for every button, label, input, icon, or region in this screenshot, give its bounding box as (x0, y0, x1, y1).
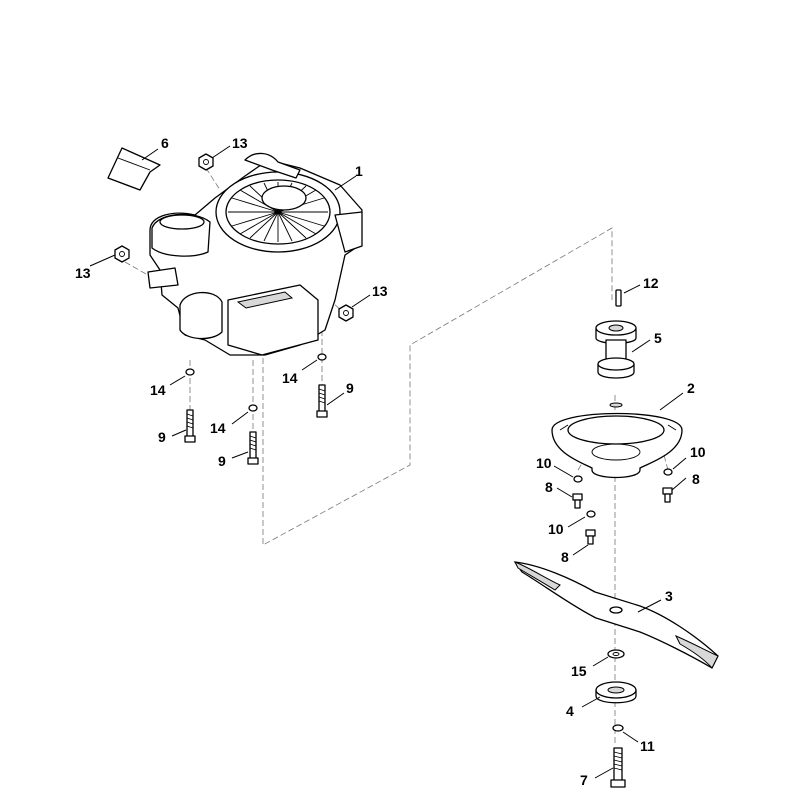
label-sheet (107, 147, 161, 191)
callout-14-right: 14 (282, 370, 298, 386)
callout-3: 3 (665, 588, 673, 604)
callout-10-left-upper: 10 (536, 455, 552, 471)
washer-11 (612, 724, 624, 732)
washer-14-right (317, 353, 327, 361)
screw-8-left-lower (585, 529, 596, 545)
callout-9-mid: 9 (218, 453, 226, 469)
washer-15 (607, 649, 625, 659)
callout-15: 15 (571, 663, 587, 679)
bolt-9-right (316, 384, 328, 418)
callout-9-left: 9 (158, 429, 166, 445)
washer-10-right (663, 468, 673, 476)
callout-8-left-lower: 8 (561, 549, 569, 565)
callout-6: 6 (161, 135, 169, 151)
washer-14-mid (248, 404, 258, 412)
washer-10-left-lower (586, 510, 596, 518)
washer-plate (595, 681, 637, 704)
callout-4: 4 (566, 703, 574, 719)
bolt-7 (610, 747, 626, 788)
callout-5: 5 (654, 330, 662, 346)
callout-9-right: 9 (346, 380, 354, 396)
callout-14-left: 14 (150, 382, 166, 398)
screw-8-right (662, 487, 673, 503)
callout-12: 12 (643, 275, 659, 291)
callout-13-right: 13 (372, 283, 388, 299)
key-12 (615, 289, 622, 307)
callout-labels: 1 2 3 4 5 6 7 8 8 8 9 9 9 10 10 10 11 12… (75, 135, 706, 788)
callout-14-mid: 14 (210, 420, 226, 436)
bolt-9-mid (247, 431, 259, 465)
callout-13-left: 13 (75, 265, 91, 281)
blade (513, 561, 719, 669)
callout-8-right: 8 (692, 471, 700, 487)
engine (147, 152, 363, 356)
callout-11: 11 (640, 738, 655, 754)
leader-lines (89, 145, 687, 779)
callout-2: 2 (687, 380, 695, 396)
callout-8-left-upper: 8 (545, 479, 553, 495)
pulley-hub (595, 320, 637, 379)
screw-8-left-upper (572, 493, 583, 509)
callout-1: 1 (355, 163, 363, 179)
callout-7: 7 (580, 772, 588, 788)
nut-13-left (114, 245, 130, 263)
washer-14-left (185, 368, 195, 376)
bolt-9-left (184, 409, 196, 443)
nut-13-top (198, 153, 214, 171)
callout-10-right: 10 (690, 444, 706, 460)
callout-13-top: 13 (232, 135, 248, 151)
callout-10-left-lower: 10 (548, 521, 564, 537)
washer-10-left-upper (573, 475, 583, 483)
nut-13-right (338, 304, 354, 322)
blade-adapter (551, 402, 683, 479)
